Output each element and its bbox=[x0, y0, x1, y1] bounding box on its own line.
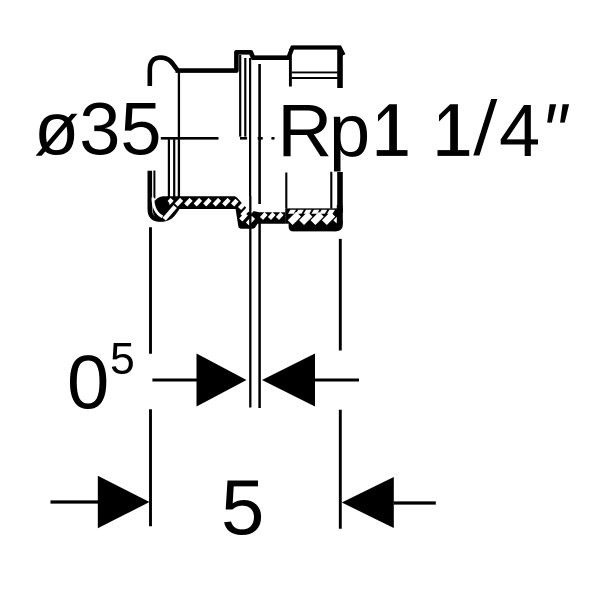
svg-text:R: R bbox=[277, 89, 332, 172]
svg-text:5: 5 bbox=[110, 335, 135, 384]
svg-text:ø35: ø35 bbox=[34, 88, 162, 171]
svg-text:5: 5 bbox=[221, 463, 264, 551]
svg-text:0: 0 bbox=[67, 341, 109, 426]
svg-text:4: 4 bbox=[499, 89, 540, 172]
svg-text:p: p bbox=[329, 89, 370, 172]
